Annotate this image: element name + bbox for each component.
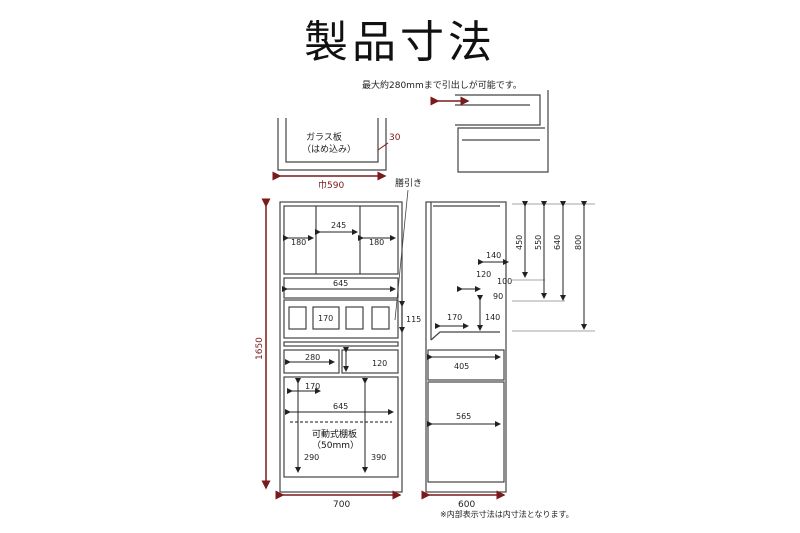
dim-upper-right: 180 — [369, 238, 384, 247]
dim-height: 1650 — [255, 337, 265, 360]
shelf-label-1: 可動式棚板 — [312, 428, 357, 440]
shelf-label-2: （50mm） — [312, 440, 359, 451]
dim-width: 700 — [333, 500, 350, 510]
dim-side-170: 170 — [447, 313, 462, 322]
dim-side-450: 450 — [515, 235, 524, 250]
footnote: ※内部表示寸法は内寸法となります。 — [440, 509, 574, 519]
dim-upper-left: 180 — [291, 238, 306, 247]
page-title: 製品寸法 — [304, 17, 496, 68]
dim-side-140b: 140 — [485, 313, 500, 322]
dim-side-405: 405 — [454, 362, 469, 371]
groove-label: 膳引き — [395, 177, 422, 189]
dim-cabinet-left: 290 — [304, 453, 319, 462]
glass-width: 巾590 — [318, 179, 344, 191]
dim-side-800: 800 — [574, 235, 583, 250]
dim-lower-drawer-right: 120 — [372, 359, 387, 368]
dim-side-140a: 140 — [486, 251, 501, 260]
dim-cabinet-width: 645 — [333, 402, 348, 411]
dim-side-120: 120 — [476, 270, 491, 279]
dim-side-640: 640 — [553, 235, 562, 250]
glass-shelf-sketch — [277, 118, 387, 171]
dim-side-565: 565 — [456, 412, 471, 421]
drawer-pullout-sketch — [455, 90, 549, 173]
dim-side-550: 550 — [534, 235, 543, 250]
dim-drawer-small: 170 — [318, 314, 333, 323]
glass-label-2: （はめ込み） — [302, 144, 356, 155]
dim-cabinet-right: 390 — [371, 453, 386, 462]
dim-lower-drawer-left: 280 — [305, 353, 320, 362]
glass-label-1: ガラス板 — [306, 131, 342, 143]
glass-depth: 30 — [389, 133, 401, 143]
side-view — [425, 201, 507, 493]
dim-cabinet-top: 170 — [305, 382, 320, 391]
dim-depth: 600 — [458, 500, 475, 510]
dim-upper-center: 245 — [331, 221, 346, 230]
side-reference-lines — [512, 203, 595, 332]
dim-side-100: 100 — [497, 277, 512, 286]
dim-mid-width: 645 — [333, 279, 348, 288]
dim-side-90: 90 — [493, 292, 503, 301]
dim-drawer-side: 115 — [406, 315, 421, 324]
drawer-note: 最大約280mmまで引出しが可能です。 — [362, 79, 522, 91]
